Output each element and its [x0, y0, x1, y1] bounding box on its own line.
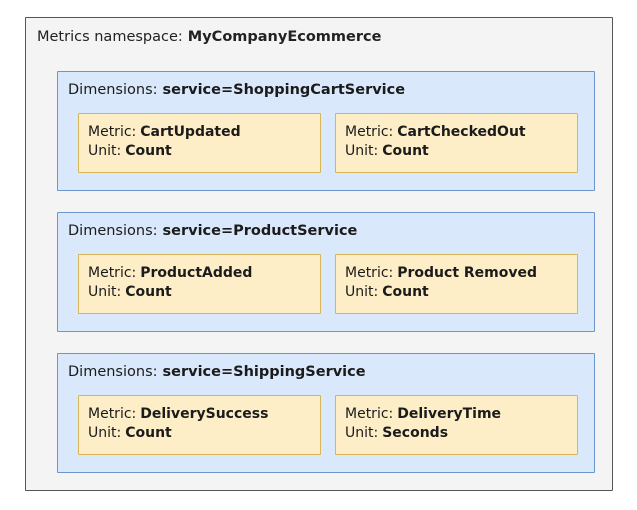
dimension-value: service=ShippingService [162, 364, 366, 380]
namespace-value: MyCompanyEcommerce [187, 29, 382, 45]
metric-unit-line: Unit:Count [345, 142, 429, 160]
unit-value: Count [382, 143, 429, 159]
namespace-label: Metrics namespace: [37, 29, 183, 45]
metric-name-value: DeliveryTime [397, 406, 502, 422]
metric-card: Metric:CartUpdated Unit:Count [78, 113, 321, 173]
metric-unit-line: Unit:Count [345, 283, 429, 301]
unit-value: Seconds [382, 425, 449, 441]
dimension-group-shopping-cart-service: Dimensions:service=ShoppingCartService M… [57, 71, 595, 191]
metric-label: Metric: [345, 124, 394, 140]
metric-name-line: Metric:DeliverySuccess [88, 405, 268, 423]
dimension-value: service=ShoppingCartService [162, 82, 406, 98]
dimension-group-product-service: Dimensions:service=ProductService Metric… [57, 212, 595, 332]
metric-card: Metric:Product Removed Unit:Count [335, 254, 578, 314]
dimension-label: Dimensions: [68, 364, 158, 380]
metric-name-value: DeliverySuccess [140, 406, 269, 422]
dimension-group-shipping-service: Dimensions:service=ShippingService Metri… [57, 353, 595, 473]
namespace-header: Metrics namespace:MyCompanyEcommerce [37, 27, 381, 47]
metric-unit-line: Unit:Seconds [345, 424, 448, 442]
dimension-header: Dimensions:service=ProductService [68, 221, 357, 241]
dimension-header: Dimensions:service=ShoppingCartService [68, 80, 405, 100]
unit-label: Unit: [88, 425, 122, 441]
unit-label: Unit: [345, 143, 379, 159]
unit-label: Unit: [88, 143, 122, 159]
unit-value: Count [382, 284, 429, 300]
dimension-value: service=ProductService [162, 223, 358, 239]
unit-label: Unit: [345, 284, 379, 300]
unit-label: Unit: [88, 284, 122, 300]
metric-name-value: CartCheckedOut [397, 124, 526, 140]
metric-name-value: CartUpdated [140, 124, 241, 140]
metric-name-line: Metric:CartCheckedOut [345, 123, 526, 141]
metric-label: Metric: [345, 406, 394, 422]
metric-label: Metric: [88, 406, 137, 422]
unit-value: Count [125, 284, 172, 300]
unit-value: Count [125, 143, 172, 159]
metric-name-line: Metric:ProductAdded [88, 264, 252, 282]
metric-unit-line: Unit:Count [88, 424, 172, 442]
metric-label: Metric: [88, 124, 137, 140]
metric-unit-line: Unit:Count [88, 283, 172, 301]
dimension-label: Dimensions: [68, 82, 158, 98]
metric-unit-line: Unit:Count [88, 142, 172, 160]
dimension-header: Dimensions:service=ShippingService [68, 362, 366, 382]
metric-name-value: ProductAdded [140, 265, 253, 281]
metric-card: Metric:DeliverySuccess Unit:Count [78, 395, 321, 455]
unit-label: Unit: [345, 425, 379, 441]
dimension-label: Dimensions: [68, 223, 158, 239]
metric-card: Metric:DeliveryTime Unit:Seconds [335, 395, 578, 455]
metric-label: Metric: [345, 265, 394, 281]
metric-name-line: Metric:CartUpdated [88, 123, 241, 141]
metric-name-value: Product Removed [397, 265, 538, 281]
metric-name-line: Metric:DeliveryTime [345, 405, 501, 423]
metric-card: Metric:ProductAdded Unit:Count [78, 254, 321, 314]
metric-name-line: Metric:Product Removed [345, 264, 537, 282]
metric-label: Metric: [88, 265, 137, 281]
namespace-container: Metrics namespace:MyCompanyEcommerce Dim… [25, 17, 613, 491]
metric-card: Metric:CartCheckedOut Unit:Count [335, 113, 578, 173]
unit-value: Count [125, 425, 172, 441]
